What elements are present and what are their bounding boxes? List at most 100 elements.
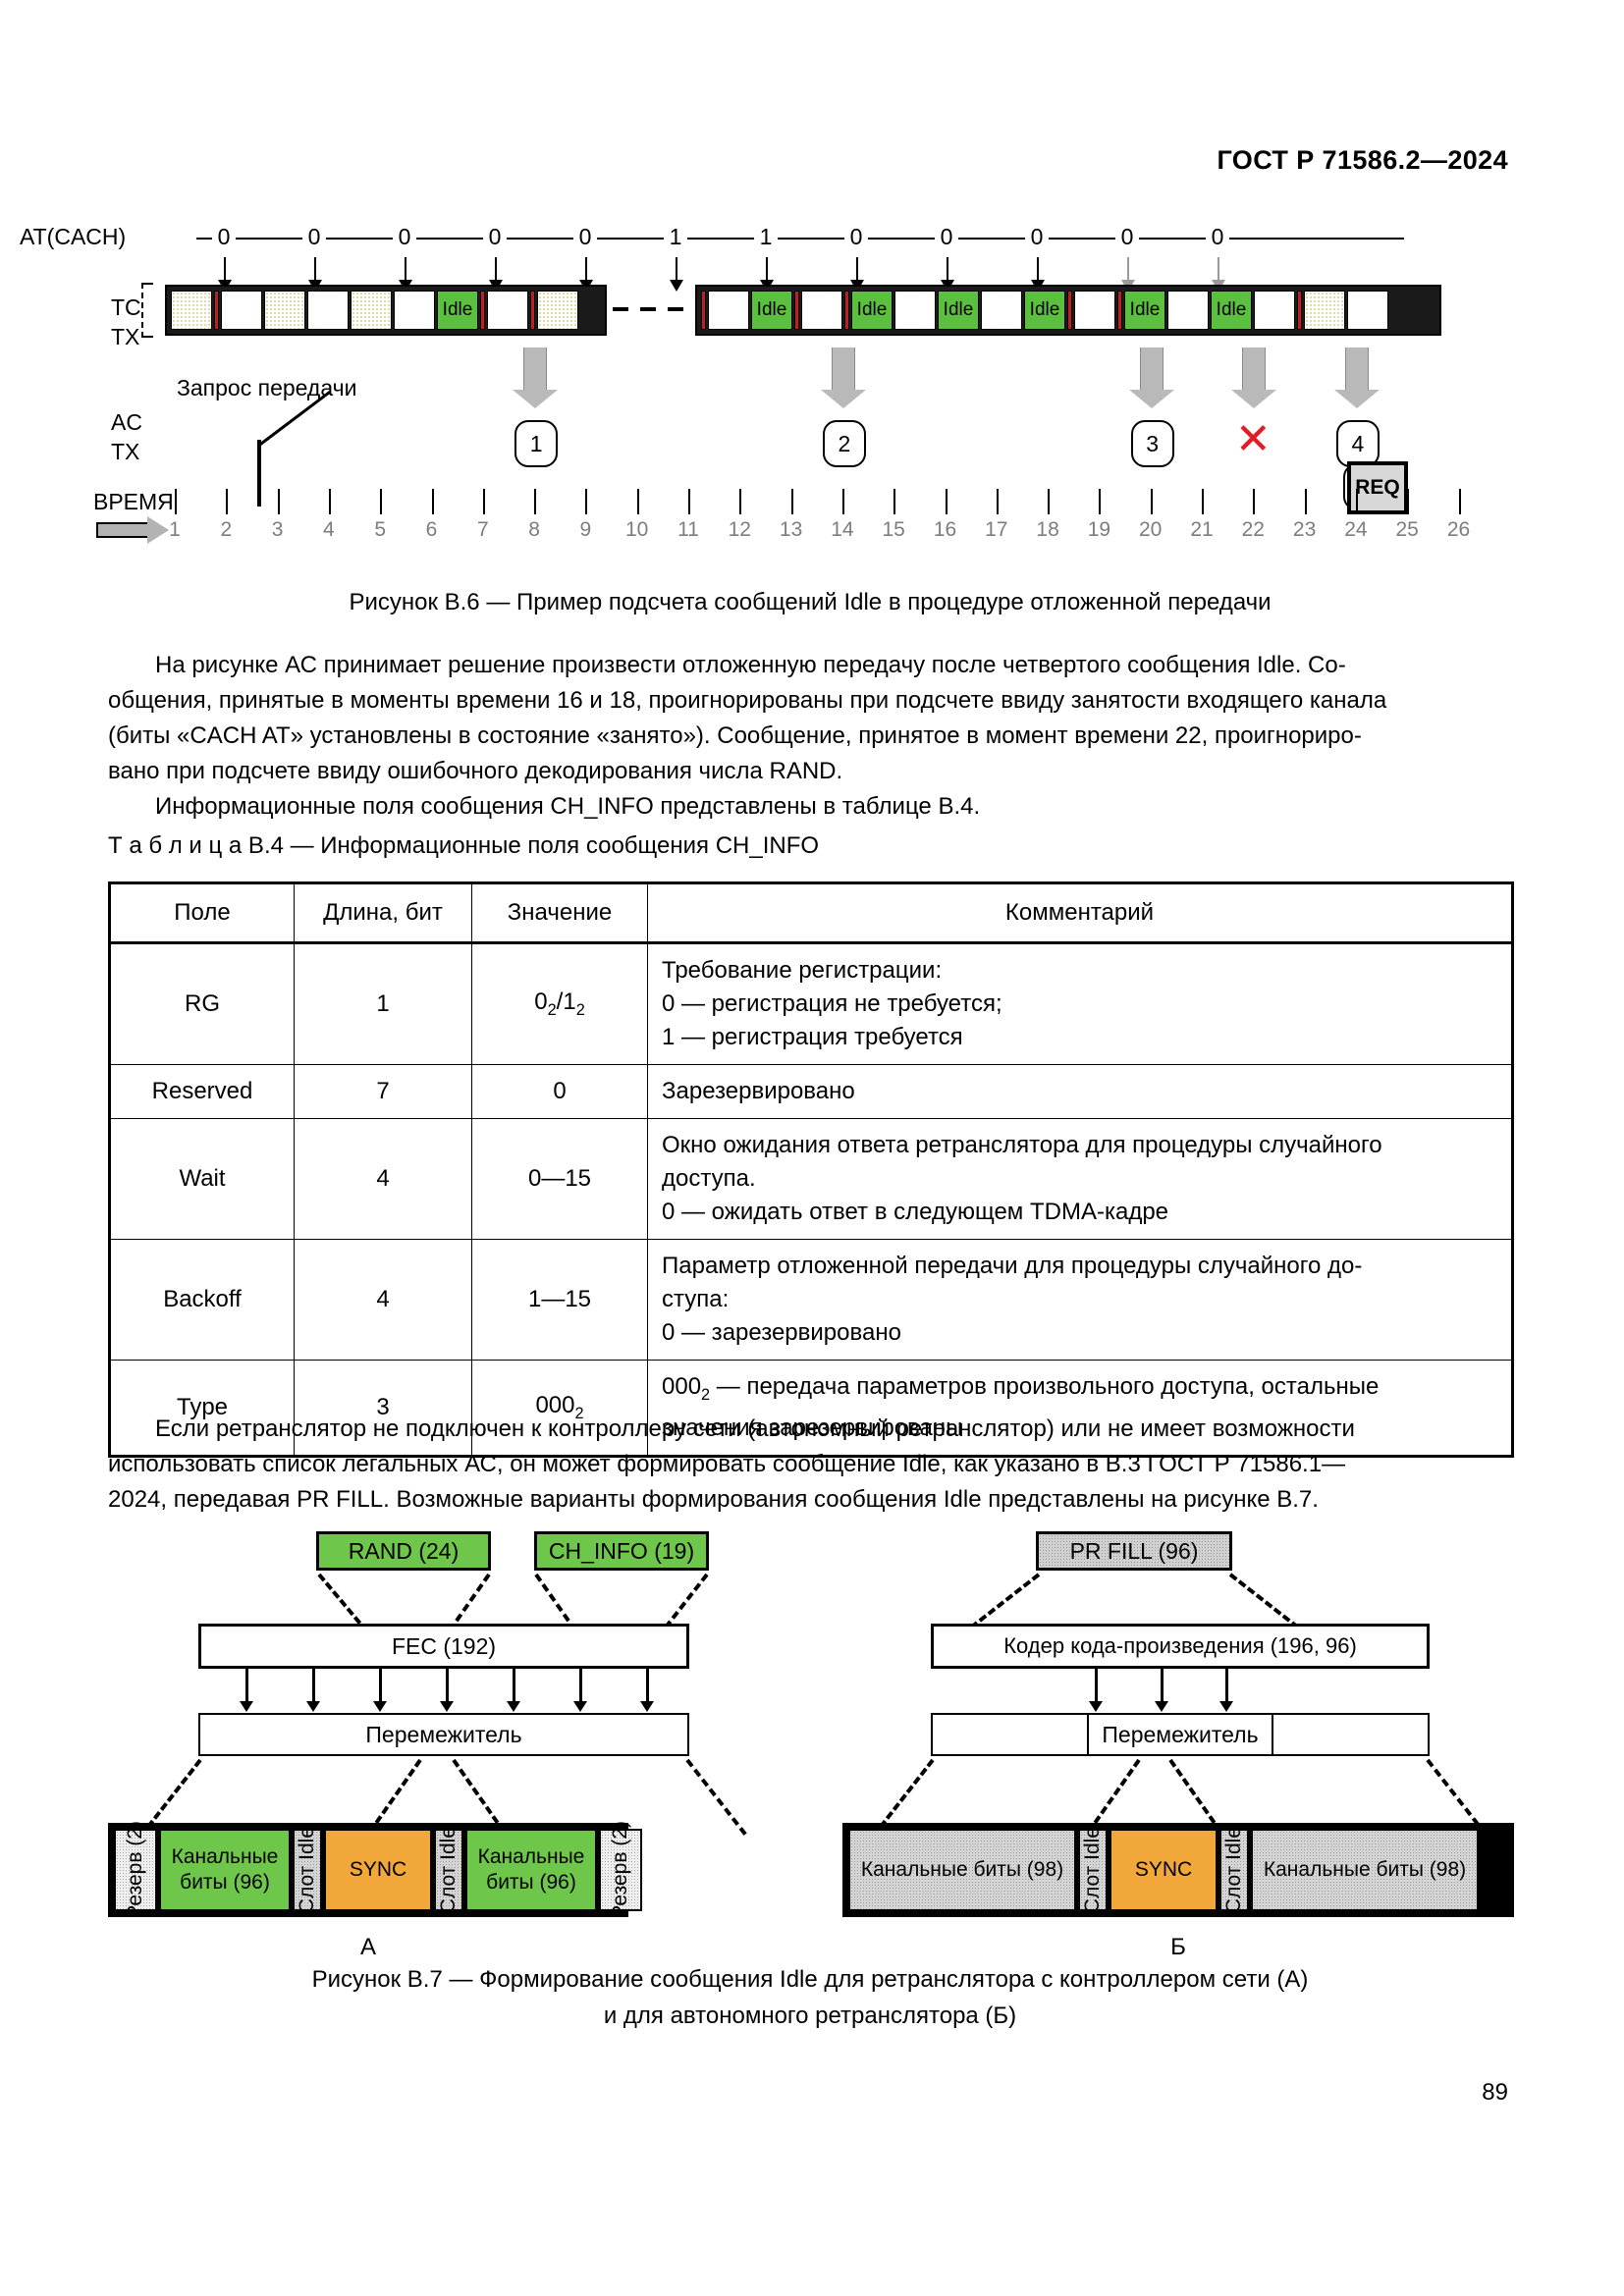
label-tx: TX xyxy=(111,324,140,349)
block-pr-fill: PR FILL (96) xyxy=(1036,1531,1232,1571)
slot xyxy=(981,291,1022,330)
time-tick-label: 26 xyxy=(1446,518,1471,541)
time-tick-label: 15 xyxy=(882,518,905,541)
slot xyxy=(394,291,435,330)
time-tick xyxy=(1355,489,1358,514)
variant-a-label: А xyxy=(359,1934,376,1960)
col-header-comment: Комментарий xyxy=(647,881,1514,944)
time-tick-label: 14 xyxy=(831,518,854,541)
page-header-standard: ГОСТ Р 71586.2—2024 xyxy=(1217,145,1508,175)
bit-arrow xyxy=(308,257,322,292)
cell-length: 4 xyxy=(294,1118,472,1240)
time-tick xyxy=(277,489,280,514)
slot-idle: Idle xyxy=(437,291,478,330)
burst-segment: Канальные биты (98) xyxy=(1251,1829,1479,1911)
cell-length: 7 xyxy=(294,1064,472,1119)
label-atcach: AT(CACH) xyxy=(20,224,127,249)
time-tick-label: 18 xyxy=(1036,518,1059,541)
event-arrow xyxy=(1231,347,1277,408)
slot xyxy=(171,291,212,330)
time-tick xyxy=(893,489,896,514)
atcach-bit: 0 xyxy=(1115,224,1139,250)
time-tick xyxy=(1253,489,1256,514)
variant-b-label: Б xyxy=(1170,1934,1186,1960)
atcach-bit: 0 xyxy=(483,224,507,250)
slot-separator xyxy=(794,291,799,330)
block-rand: RAND (24) xyxy=(316,1531,491,1571)
bit-arrow xyxy=(1031,257,1045,292)
time-tick xyxy=(1048,489,1051,514)
flow-arrow xyxy=(1219,1669,1233,1712)
burst-segment-label: Слот Idle xyxy=(437,1826,460,1914)
slot-idle: Idle xyxy=(1211,291,1252,330)
cell-comment: Требование регистрации:0 — регистрация н… xyxy=(647,942,1514,1065)
time-tick-label: 20 xyxy=(1139,518,1163,541)
flow-arrow xyxy=(573,1669,587,1712)
time-tick xyxy=(996,489,999,514)
ignored-message-x-icon: ✕ xyxy=(1234,415,1272,463)
time-tick xyxy=(739,489,742,514)
event-arrow xyxy=(1333,347,1380,408)
cell-comment: 0002 — передача параметров произвольного… xyxy=(647,1360,1514,1458)
paragraph-1: На рисунке АС принимает решение произвес… xyxy=(108,648,1514,825)
idle-count-marker: 2 xyxy=(822,420,866,467)
label-time-axis: ВРЕМЯ xyxy=(93,489,174,514)
burst-segment: Резерв (2) xyxy=(599,1821,642,1919)
figure-b6-caption: Рисунок В.6 — Пример подсчета сообщений … xyxy=(349,589,1272,615)
slot-idle: Idle xyxy=(1124,291,1165,330)
time-tick xyxy=(1099,489,1102,514)
burst-segment: Канальные биты (96) xyxy=(465,1829,597,1911)
atcach-bit: 0 xyxy=(393,224,416,250)
label-ac: AC xyxy=(111,409,142,435)
time-tick xyxy=(482,489,485,514)
time-tick xyxy=(175,489,177,514)
slot-separator xyxy=(844,291,849,330)
strip-continuation-dashes xyxy=(613,307,689,311)
p1-line2: общения, принятые в моменты времени 16 и… xyxy=(108,687,1387,714)
figure-b7: RAND (24) CH_INFO (19) FEC (192) Перемеж… xyxy=(108,1531,1514,1963)
dash-b-4 xyxy=(1093,1758,1141,1825)
time-tick-label: 6 xyxy=(425,518,438,541)
label-transmission-request: Запрос передачи xyxy=(177,375,357,400)
event-arrow xyxy=(820,347,866,408)
bit-arrow xyxy=(579,257,593,292)
idle-count-marker: 1 xyxy=(514,420,559,467)
time-tick-label: 5 xyxy=(374,518,387,541)
flow-arrow xyxy=(1089,1669,1103,1712)
cell-comment: Параметр отложенной передачи для процеду… xyxy=(647,1239,1514,1361)
slot xyxy=(221,291,262,330)
burst-segment: Слот Idle xyxy=(293,1827,322,1913)
bit-arrow xyxy=(850,257,864,292)
request-stem xyxy=(257,440,261,507)
burst-segment: Слот Idle xyxy=(1078,1827,1108,1913)
cell-value: 1—15 xyxy=(471,1239,648,1361)
burst-segment: Канальные биты (96) xyxy=(159,1829,291,1911)
tc-tx-bracket xyxy=(141,283,153,338)
slot-separator xyxy=(214,291,219,330)
cell-value: 0002 xyxy=(471,1360,648,1458)
event-arrow xyxy=(1128,347,1174,408)
cell-length: 4 xyxy=(294,1239,472,1361)
time-tick-label: 2 xyxy=(220,518,233,541)
burst-segment: SYNC xyxy=(324,1829,432,1911)
time-tick-label: 19 xyxy=(1087,518,1111,541)
slot-separator xyxy=(701,291,706,330)
bit-arrow xyxy=(399,257,412,292)
time-tick-label: 3 xyxy=(271,518,284,541)
slot-idle: Idle xyxy=(751,291,792,330)
slot xyxy=(1254,291,1295,330)
slot xyxy=(1167,291,1209,330)
slot-separator xyxy=(480,291,485,330)
bit-arrow xyxy=(1212,257,1225,292)
time-tick-label: 24 xyxy=(1344,518,1368,541)
time-tick xyxy=(841,489,844,514)
slot xyxy=(1347,291,1388,330)
bit-arrow xyxy=(941,257,954,292)
label-tc: TC xyxy=(111,294,141,320)
block-interleaver-a: Перемежитель xyxy=(198,1713,689,1756)
cell-value: 02/12 xyxy=(471,942,648,1065)
